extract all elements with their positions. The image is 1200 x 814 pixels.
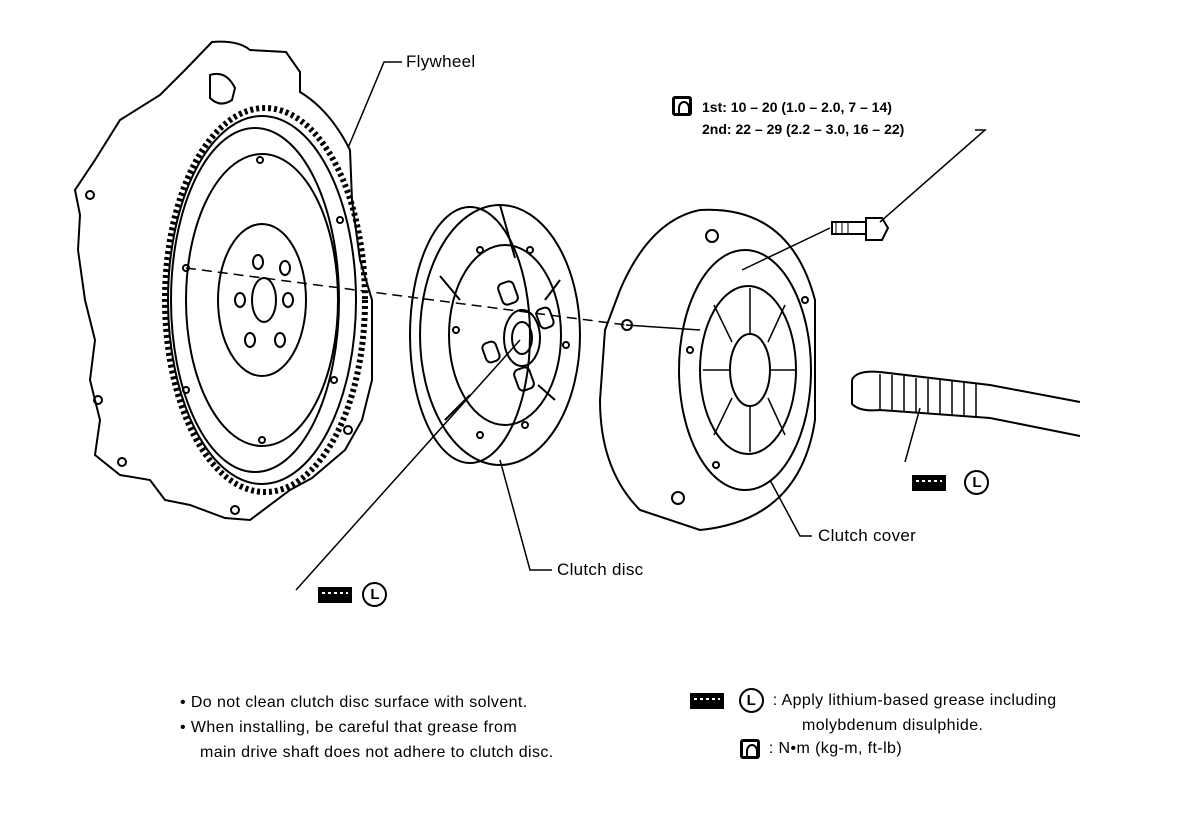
- note-1: • Do not clean clutch disc surface with …: [180, 694, 528, 711]
- alignment-line-2: [625, 324, 701, 331]
- cover-hole: [621, 319, 633, 331]
- main-drive-shaft: [851, 370, 1081, 437]
- legend-torque-text: : N•m (kg-m, ft-lb): [768, 740, 903, 758]
- legend-grease-text: : Apply lithium-based grease including: [772, 691, 1057, 709]
- disc-segment: [444, 394, 471, 421]
- crank-bolt-hole: [282, 292, 294, 308]
- cover-hole: [705, 229, 719, 243]
- diaphragm-fingers: [703, 288, 795, 452]
- flywheel-hub: [217, 223, 307, 377]
- housing-hole: [343, 425, 353, 435]
- cover-hole: [712, 461, 720, 469]
- damper-spring: [481, 340, 501, 364]
- torque-line-2: 2nd: 22 – 29 (2.2 – 3.0, 16 – 22): [702, 121, 905, 137]
- diaphragm-outer: [678, 249, 812, 491]
- crank-bolt-hole: [234, 292, 246, 308]
- note-2: • When installing, be careful that greas…: [180, 719, 518, 736]
- ring-gear: [167, 115, 357, 485]
- rivet: [452, 326, 460, 334]
- alignment-line: [185, 267, 627, 326]
- clutch-cover-outline: [598, 208, 816, 532]
- legend: L : Apply lithium-based grease including…: [690, 688, 1057, 759]
- housing-hole: [85, 190, 95, 200]
- disc-segment: [537, 384, 556, 401]
- torque-leader: [879, 129, 987, 223]
- flywheel-face: [185, 153, 339, 447]
- flywheel-housing: [73, 40, 373, 522]
- housing-hole: [230, 505, 240, 515]
- clutch-disc-hub: [511, 321, 533, 355]
- legend-torque-row: : N•m (kg-m, ft-lb): [690, 739, 1057, 759]
- disc-segment: [439, 275, 461, 301]
- notes: • Do not clean clutch disc surface with …: [180, 690, 554, 765]
- flywheel-hole: [182, 386, 190, 394]
- cover-hole: [686, 346, 694, 354]
- clutch-disc-inner: [448, 244, 562, 426]
- crank-bolt-hole: [274, 332, 286, 348]
- flywheel-hole: [330, 376, 338, 384]
- shaft-grease-leader: [904, 407, 921, 463]
- flywheel-hole: [336, 216, 344, 224]
- torque-icon: [672, 96, 692, 116]
- torque-icon: [740, 739, 760, 759]
- bolt-alignment: [741, 227, 831, 271]
- clutch-disc-hub-ring: [503, 309, 541, 367]
- rivet: [476, 431, 484, 439]
- flywheel-leader: [347, 61, 402, 149]
- note-3: main drive shaft does not adhere to clut…: [200, 744, 554, 761]
- flywheel-housing-notch: [209, 72, 237, 105]
- cover-bolt: [831, 217, 890, 241]
- grease-icon: [318, 586, 352, 603]
- clutch-disc-label: Clutch disc: [557, 560, 644, 579]
- lithium-grease-icon: L: [362, 582, 388, 607]
- flywheel-hole: [256, 156, 264, 164]
- clutch-cover-label: Clutch cover: [818, 526, 917, 545]
- flywheel-center: [251, 277, 277, 323]
- flywheel-hole: [258, 436, 266, 444]
- cover-hole: [801, 296, 809, 304]
- flywheel-label: Flywheel: [406, 52, 476, 71]
- grease-icon: [690, 692, 724, 709]
- crank-bolt-hole: [279, 260, 291, 276]
- rivet: [562, 341, 570, 349]
- ring-gear-inner: [170, 127, 340, 473]
- cover-hole: [671, 491, 685, 505]
- lithium-grease-icon: L: [964, 470, 990, 495]
- grease-marker-shaft: L: [912, 470, 990, 495]
- housing-hole: [93, 395, 103, 405]
- rivet: [521, 421, 529, 429]
- damper-spring: [513, 366, 535, 392]
- clutch-disc-outer: [419, 204, 581, 466]
- ring-gear-outer: [162, 105, 368, 495]
- crank-bolt-hole: [244, 332, 256, 348]
- clutch-disc-back: [409, 206, 531, 464]
- housing-hole: [117, 457, 127, 467]
- shaft-splines: [879, 374, 977, 418]
- damper-spring: [497, 280, 519, 306]
- rivet: [526, 246, 534, 254]
- grease-icon: [912, 474, 946, 491]
- grease-leader-disc: [295, 339, 521, 591]
- torque-spec: 1st: 10 – 20 (1.0 – 2.0, 7 – 14) 2nd: 22…: [702, 96, 904, 140]
- lithium-grease-icon: L: [738, 688, 764, 713]
- disc-segment: [544, 279, 561, 301]
- grease-marker-disc: L: [318, 582, 388, 607]
- disc-segment: [499, 204, 516, 259]
- diaphragm-spring: [699, 285, 797, 455]
- torque-line-1: 1st: 10 – 20 (1.0 – 2.0, 7 – 14): [702, 99, 892, 115]
- rivet: [476, 246, 484, 254]
- legend-grease-row: L : Apply lithium-based grease including: [690, 688, 1057, 713]
- diaphragm-center: [729, 333, 771, 407]
- clutch-disc-leader: [499, 459, 552, 571]
- legend-grease-text-2: molybdenum disulphide.: [802, 717, 984, 734]
- clutch-cover-leader: [769, 479, 812, 537]
- crank-bolt-hole: [252, 254, 264, 270]
